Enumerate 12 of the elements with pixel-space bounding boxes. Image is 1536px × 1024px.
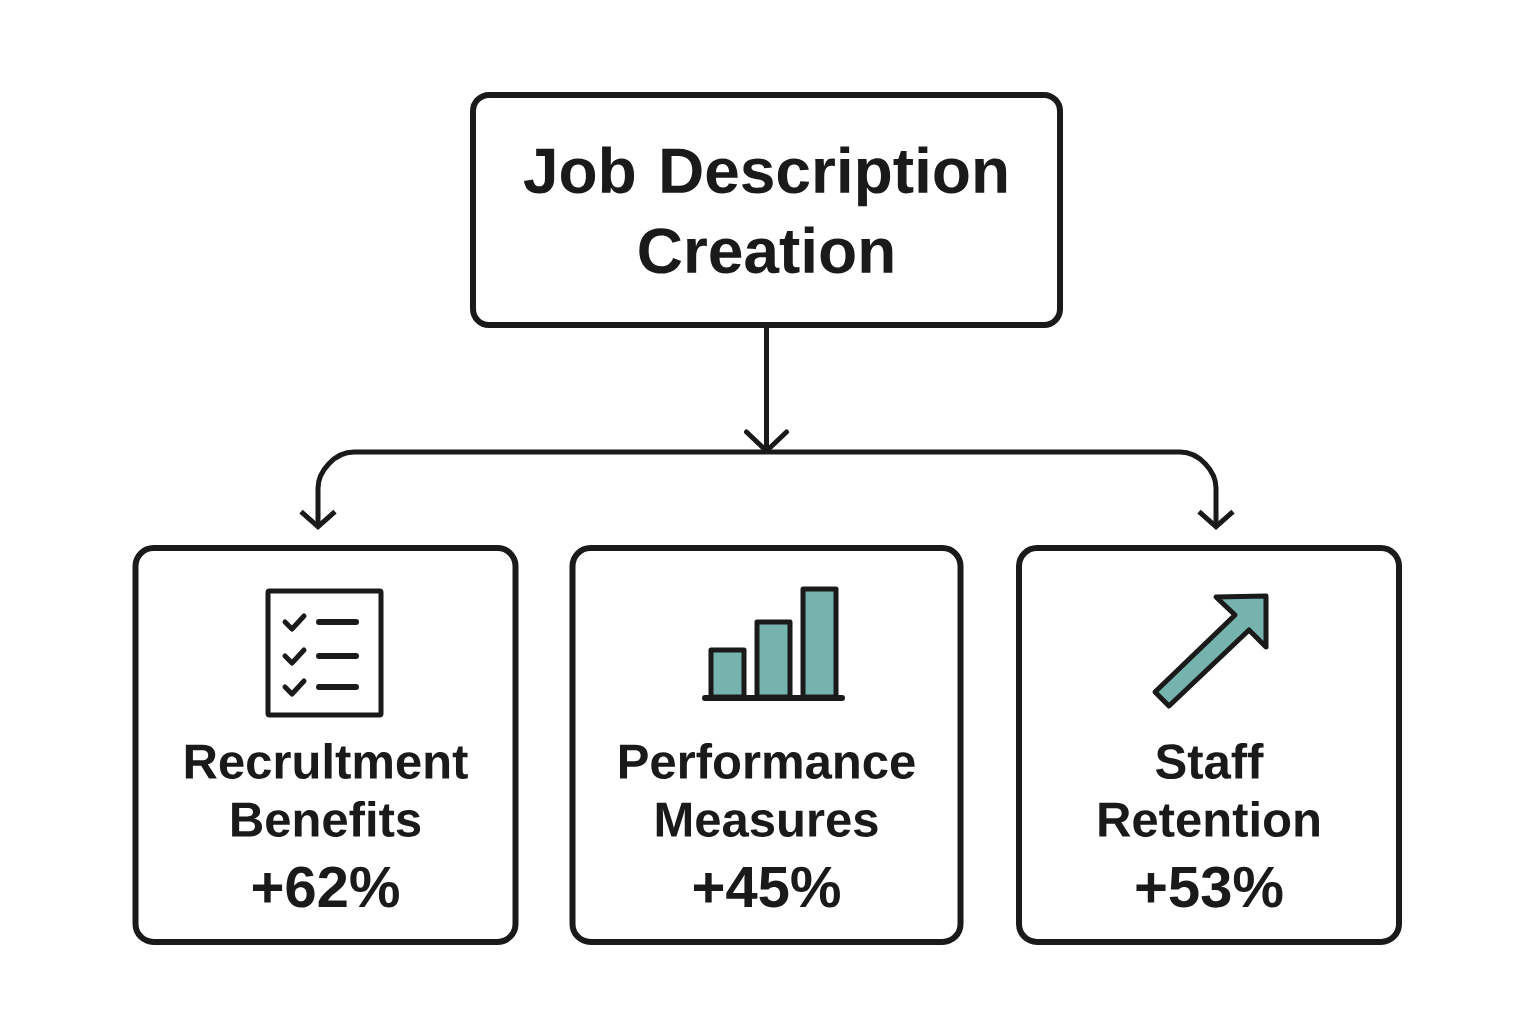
process-box: Job Description Creation bbox=[470, 92, 1063, 328]
connector-arrow bbox=[299, 449, 767, 530]
card-title: Performance Measures bbox=[620, 743, 915, 837]
percentage-value: +53% bbox=[1136, 866, 1283, 908]
category-card bbox=[569, 545, 964, 945]
category-card bbox=[1016, 545, 1402, 945]
category-card bbox=[132, 545, 519, 945]
connector-arrow bbox=[766, 449, 1235, 530]
percentage-value: +62% bbox=[252, 866, 399, 908]
percentage-value: +45% bbox=[693, 866, 840, 908]
card-title: Recrultment Benefits bbox=[185, 743, 468, 837]
card-title: Staff Retention bbox=[1099, 743, 1319, 837]
